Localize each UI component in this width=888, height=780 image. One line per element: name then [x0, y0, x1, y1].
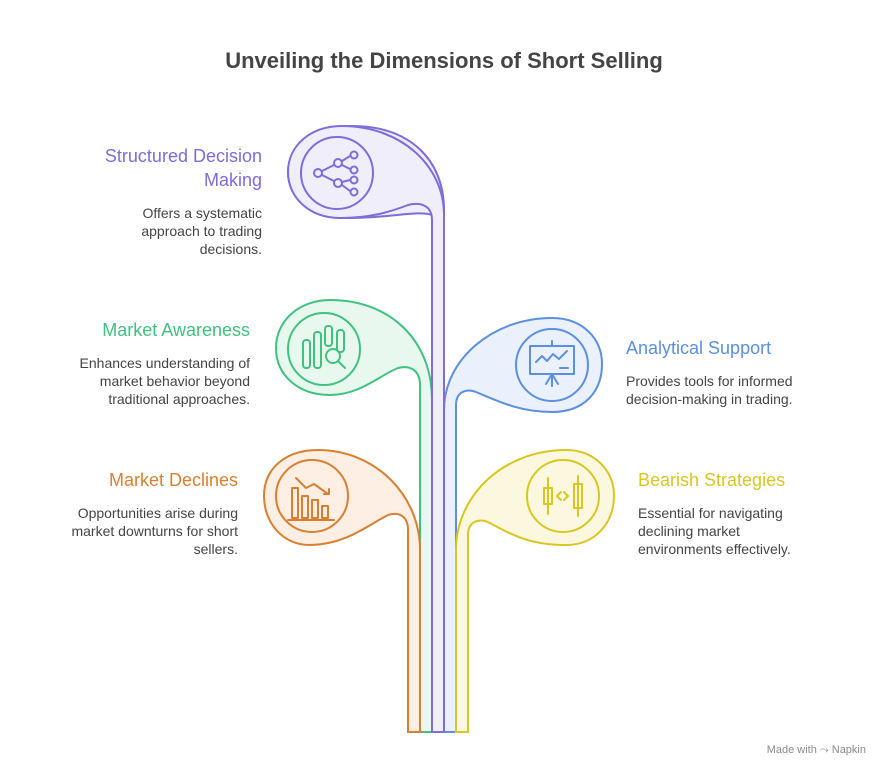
- chart-magnifier-icon: [302, 325, 346, 369]
- candlestick-icon: [543, 475, 583, 517]
- desc-market-awareness: Enhances understanding of market behavio…: [80, 354, 250, 408]
- stem-bearish-strategies: [455, 448, 616, 733]
- desc-line: traditional approaches.: [108, 391, 250, 407]
- label-line: Market Awareness: [102, 320, 250, 340]
- label-analytical-support: Analytical Support: [626, 336, 771, 360]
- label-market-declines: Market Declines: [109, 468, 238, 492]
- label-line: Market Declines: [108, 470, 238, 490]
- desc-line: market downturns for short: [71, 523, 238, 539]
- icon-circle-bearish-strategies: [526, 459, 600, 533]
- stem-market-declines: [262, 448, 421, 733]
- desc-line: Provides tools for informed: [626, 373, 793, 389]
- desc-structured-decision-making: Offers a systematic approach to trading …: [141, 204, 262, 258]
- desc-line: decisions.: [199, 241, 262, 257]
- label-line: Structured Decision: [104, 146, 262, 166]
- label-line: Bearish Strategies: [638, 470, 786, 490]
- icon-circle-analytical-support: [515, 328, 589, 402]
- desc-line: environments effectively.: [638, 541, 791, 557]
- desc-line: approach to trading: [141, 223, 262, 239]
- label-market-awareness: Market Awareness: [102, 318, 250, 342]
- stem-analytical-support: [443, 316, 604, 733]
- desc-line: sellers.: [193, 541, 238, 557]
- icon-circle-structured-decision: [300, 136, 374, 210]
- declining-bars-icon: [287, 477, 335, 521]
- presentation-chart-icon: [529, 340, 575, 387]
- decision-tree-icon: [313, 150, 359, 197]
- label-structured-decision-making: Structured Decision Making: [105, 144, 262, 192]
- desc-line: declining market: [638, 523, 740, 539]
- footer-credit: Made with ⤳ Napkin: [766, 744, 866, 756]
- desc-line: Enhances understanding of: [79, 355, 250, 371]
- desc-line: Opportunities arise during: [77, 505, 238, 521]
- desc-line: Essential for navigating: [638, 505, 783, 521]
- desc-bearish-strategies: Essential for navigating declining marke…: [638, 504, 791, 558]
- label-line: Analytical Support: [626, 338, 772, 358]
- label-bearish-strategies: Bearish Strategies: [638, 468, 785, 492]
- desc-line: decision-making in trading.: [626, 391, 793, 407]
- desc-analytical-support: Provides tools for informed decision-mak…: [626, 372, 793, 408]
- desc-line: market behavior beyond: [99, 373, 250, 389]
- desc-market-declines: Opportunities arise during market downtu…: [71, 504, 238, 558]
- icon-circle-market-declines: [275, 459, 349, 533]
- icon-circle-market-awareness: [287, 312, 361, 386]
- label-line: Making: [203, 170, 262, 190]
- page-title: Unveiling the Dimensions of Short Sellin…: [225, 48, 663, 73]
- desc-line: Offers a systematic: [142, 205, 262, 221]
- stem-market-awareness: [274, 298, 433, 733]
